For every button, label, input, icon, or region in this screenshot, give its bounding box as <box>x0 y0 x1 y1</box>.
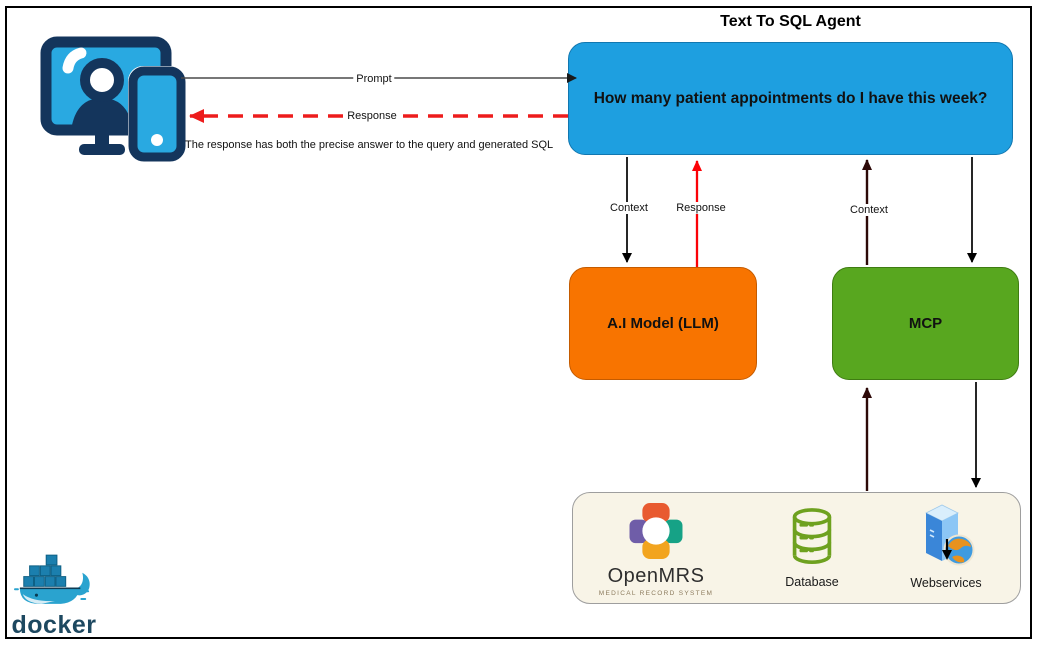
llm-node: A.I Model (LLM) <box>569 267 757 380</box>
mcp-node-label: MCP <box>908 315 943 332</box>
response-note: The response has both the precise answer… <box>185 139 554 151</box>
agent-node: How many patient appointments do I have … <box>568 42 1013 155</box>
context-from-mcp-arrow-label: Context <box>847 204 891 216</box>
context-to-llm-arrow-label: Context <box>607 202 651 214</box>
database-label: Database <box>785 575 839 589</box>
database-icon <box>792 508 832 565</box>
agent-node-label: How many patient appointments do I have … <box>593 89 988 107</box>
cursor-icon <box>942 539 952 560</box>
mcp-node: MCP <box>832 267 1019 380</box>
openmrs-wordmark: OpenMRS <box>607 565 705 587</box>
response-from-llm-arrow-label: Response <box>673 202 729 214</box>
docker-wordmark: docker <box>11 611 97 639</box>
docker-whale-icon <box>14 554 90 604</box>
screen-glare <box>62 47 87 74</box>
prompt-arrow-label: Prompt <box>353 73 395 85</box>
openmrs-logo-icon <box>629 503 683 559</box>
person-body <box>72 98 132 125</box>
docker-branding: docker <box>8 553 100 640</box>
database-item: Database <box>762 507 862 589</box>
diagram-border <box>5 6 1032 639</box>
openmrs-tagline: MEDICAL RECORD SYSTEM <box>598 590 714 597</box>
openmrs-item: OpenMRS MEDICAL RECORD SYSTEM <box>581 503 731 597</box>
response-to-user-arrow-label: Response <box>344 110 400 122</box>
user-devices-icon <box>38 36 186 169</box>
diagram-title: Text To SQL Agent <box>720 13 861 30</box>
webservices-icon <box>925 504 975 566</box>
backend-container: OpenMRS MEDICAL RECORD SYSTEM <box>572 492 1021 604</box>
webservices-item: Webservices <box>896 504 996 590</box>
webservices-label: Webservices <box>910 576 982 590</box>
person-head <box>80 58 124 102</box>
llm-node-label: A.I Model (LLM) <box>607 315 719 332</box>
